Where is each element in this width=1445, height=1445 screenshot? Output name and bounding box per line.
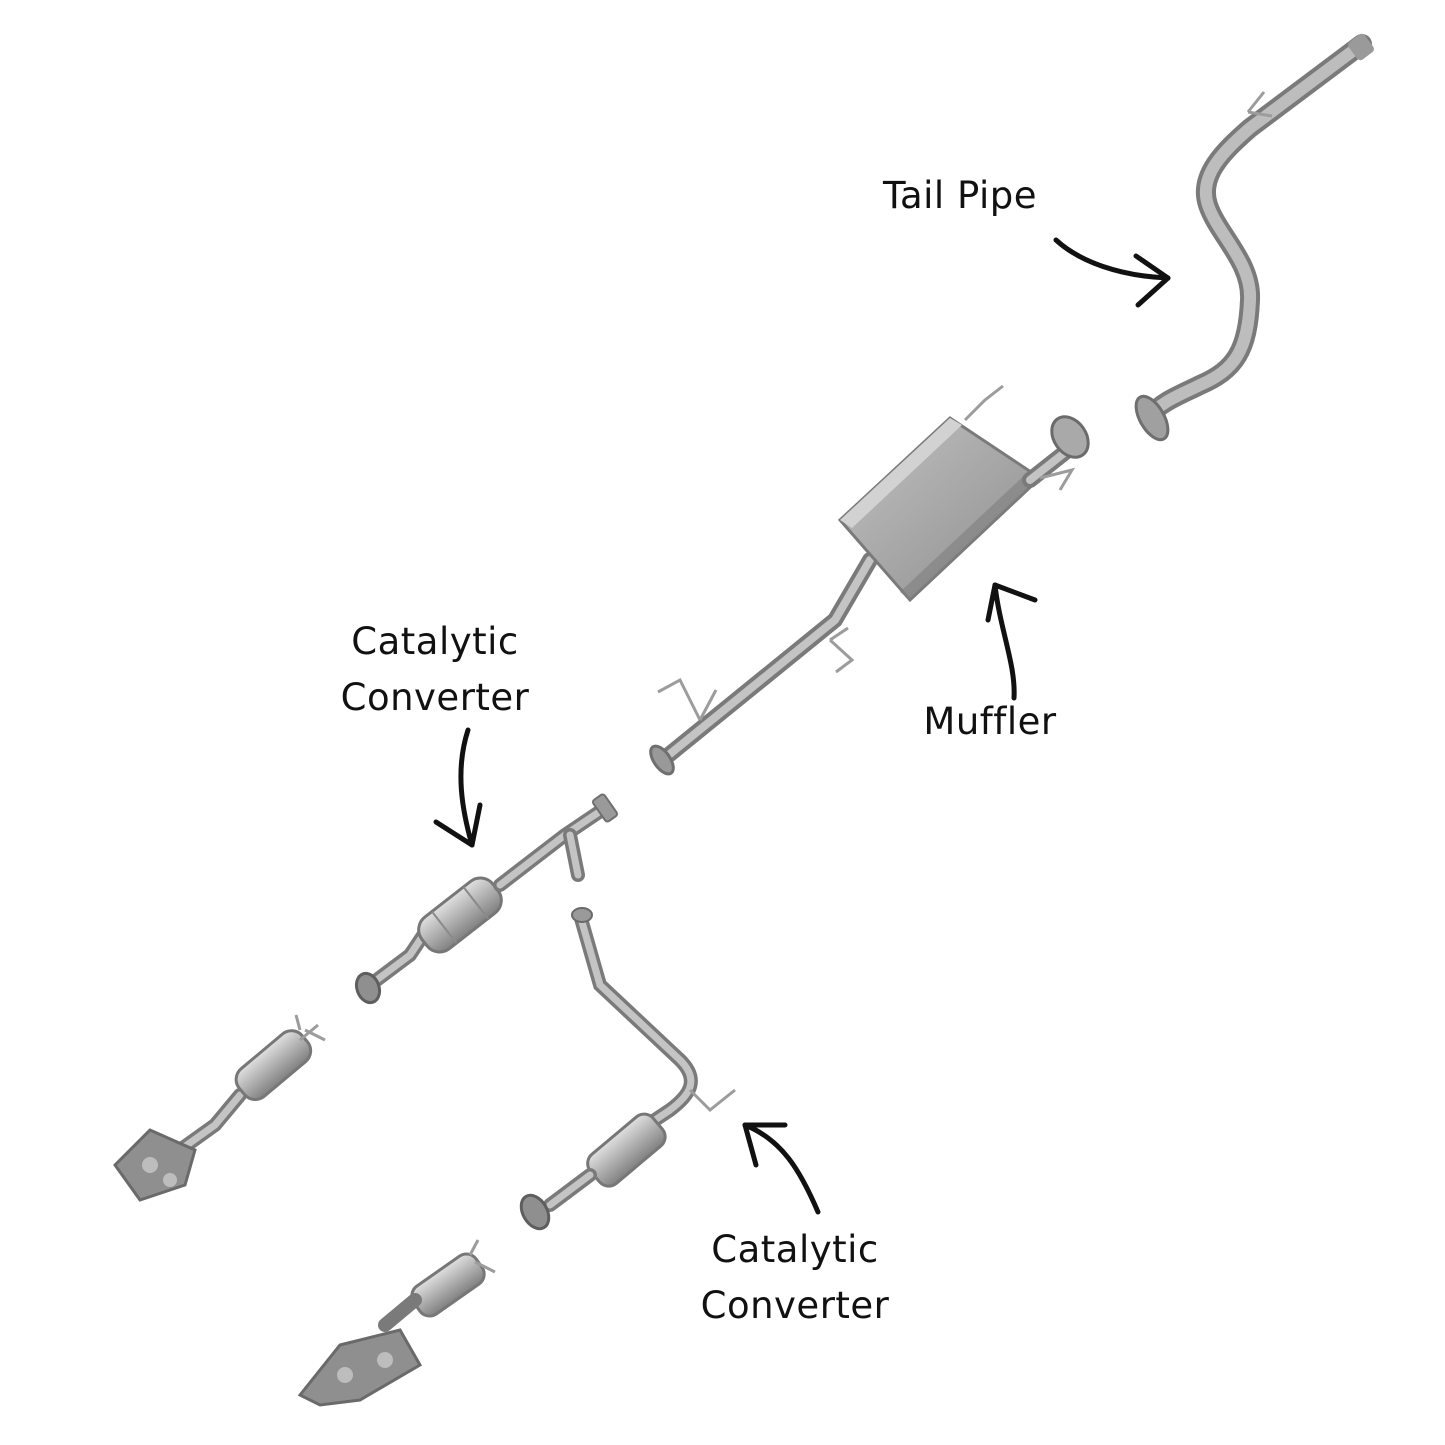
label-catalytic-upper-line2: Converter: [340, 676, 530, 719]
label-catalytic-converter-upper: Catalytic Converter: [320, 614, 550, 726]
label-catalytic-converter-lower: Catalytic Converter: [680, 1222, 910, 1334]
muffler-assembly: [649, 384, 1090, 776]
label-muffler-text: Muffler: [923, 700, 1057, 743]
manifold-left: [113, 1014, 326, 1202]
arrow-tail-pipe: [1053, 237, 1171, 308]
label-catalytic-lower-line2: Converter: [700, 1284, 890, 1327]
label-tail-pipe-text: Tail Pipe: [883, 174, 1037, 217]
tail-pipe: [1134, 33, 1375, 442]
arrow-muffler: [985, 582, 1038, 701]
muffler: [837, 416, 1043, 603]
label-tail-pipe: Tail Pipe: [860, 168, 1060, 224]
label-catalytic-lower-line1: Catalytic: [711, 1228, 879, 1271]
arrow-catalytic-upper: [433, 727, 483, 848]
catalytic-converter-lower: [519, 907, 736, 1231]
manifold-lower: [297, 1239, 496, 1407]
label-muffler: Muffler: [895, 694, 1085, 750]
arrow-catalytic-lower: [742, 1122, 821, 1215]
catalytic-converter-upper: [354, 793, 619, 1005]
label-catalytic-upper-line1: Catalytic: [351, 620, 519, 663]
